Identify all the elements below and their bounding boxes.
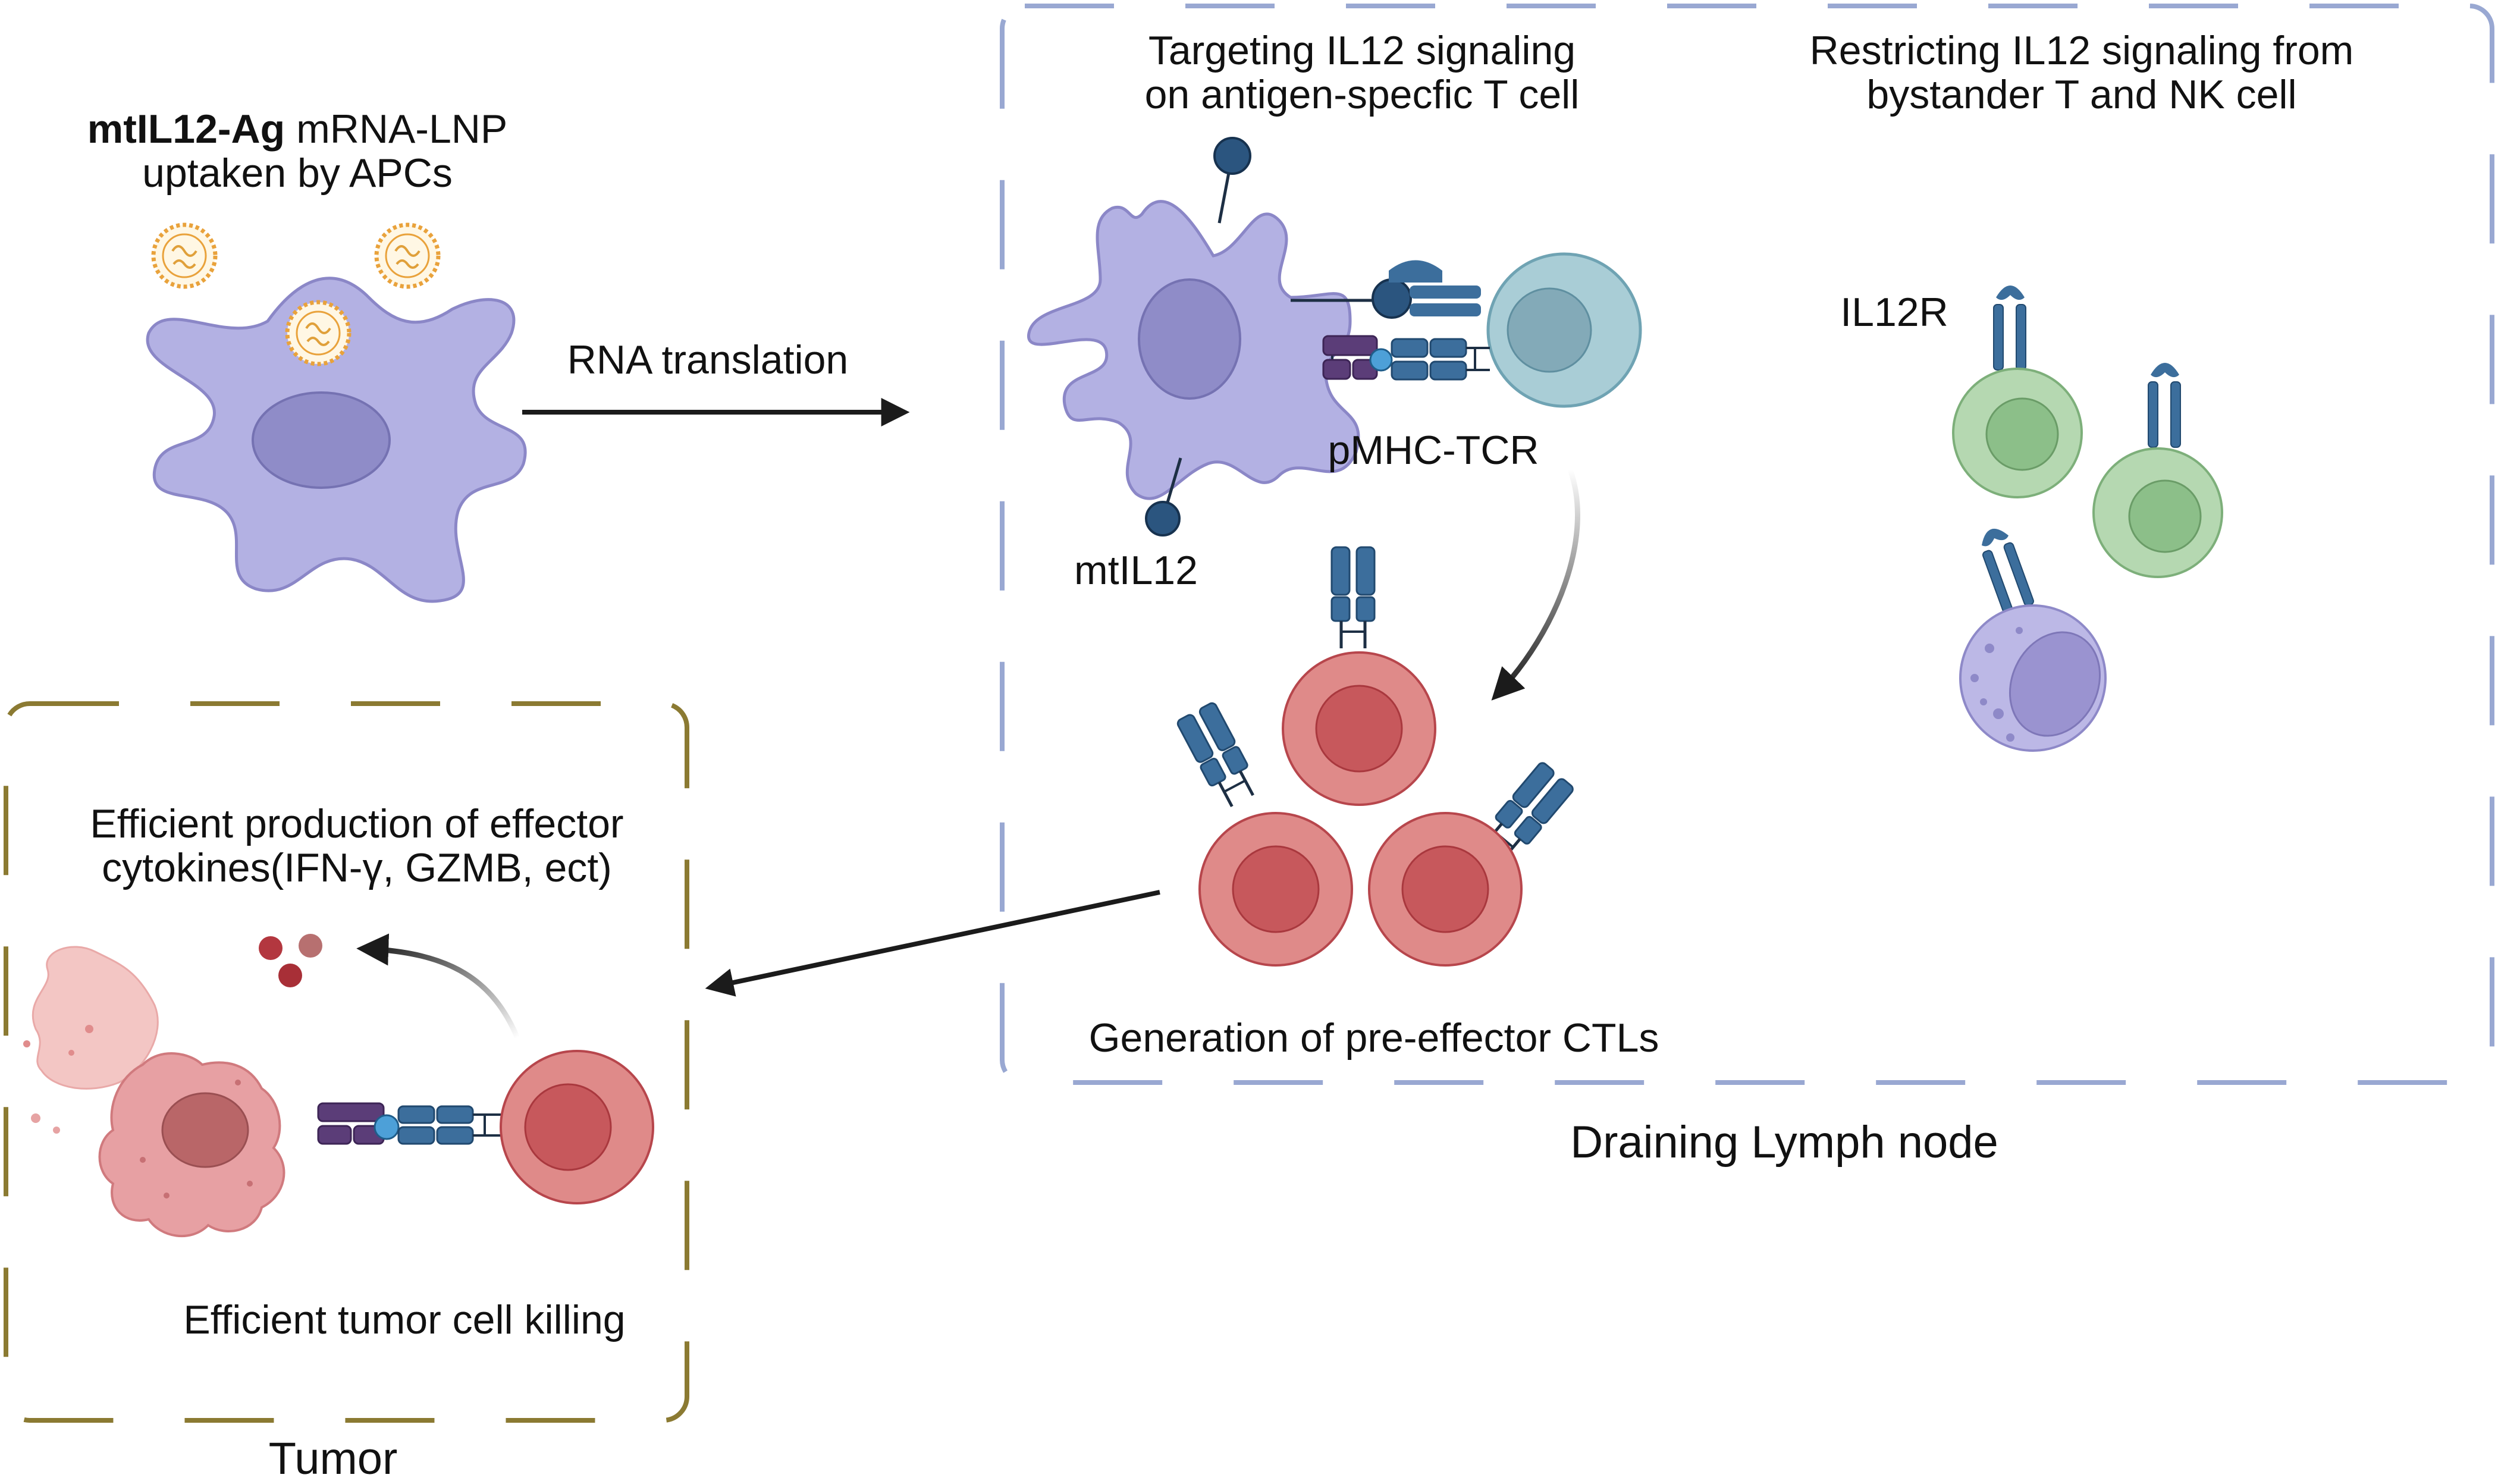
apc-title-bold: mtIL12-Ag (87, 106, 285, 152)
pre-effector-ctl-top (1282, 547, 1436, 806)
cytokine-line2: cytokines(IFN-γ, GZMB, ect) (102, 845, 612, 890)
ctl-caption: Generation of pre-effector CTLs (1088, 1015, 1659, 1061)
apc-title-line2: uptaken by APCs (142, 150, 453, 196)
pmhc-tcr-complex (1322, 335, 1490, 381)
mtil12-receptor-complex (1291, 260, 1481, 319)
lnp-particle-3 (287, 302, 349, 364)
tumor-pmhc-tcr-complex (317, 1102, 503, 1145)
targeting-title: Targeting IL12 signaling on antigen-spec… (1094, 29, 1630, 117)
tumor-label: Tumor (268, 1433, 398, 1484)
cytokine-line1: Efficient production of effector (90, 801, 624, 846)
restricting-title: Restricting IL12 signaling from bystande… (1760, 29, 2403, 117)
lnp-particle-1 (153, 225, 215, 287)
killing-caption: Efficient tumor cell killing (183, 1297, 626, 1342)
activation-arrow (1491, 469, 1580, 701)
restricting-line2: bystander T and NK cell (1866, 72, 2297, 117)
mtil12-molecule-top (1213, 137, 1251, 224)
restricting-line1: Restricting IL12 signaling from (1809, 28, 2354, 73)
lymph-node-label: Draining Lymph node (1570, 1117, 1998, 1168)
il12r-label: IL12R (1840, 290, 1948, 335)
targeting-line2: on antigen-specfic T cell (1144, 72, 1580, 117)
nk-cell (1959, 523, 2107, 752)
lnp-particle-2 (376, 225, 438, 287)
tumor-cell (98, 1052, 285, 1238)
antigen-specific-t-cell (1486, 252, 1642, 408)
effector-ctl (500, 1050, 654, 1204)
tumor-border (4, 701, 689, 1423)
migration-arrow (705, 890, 1160, 997)
bystander-t-cell-2 (2092, 362, 2223, 578)
mtil12-molecule-bottom (1145, 457, 1182, 537)
apc-cell-left (146, 277, 527, 603)
cytokine-title: Efficient production of effector cytokin… (48, 802, 666, 890)
apc-title: mtIL12-Ag mRNA-LNP uptaken by APCs (54, 107, 541, 195)
lymph-node-border (1000, 4, 2494, 1085)
translation-label: RNA translation (567, 337, 849, 382)
cytokine-arrow (356, 933, 520, 1039)
mtil12-label: mtIL12 (1074, 548, 1198, 593)
cytokine-droplets (259, 934, 322, 987)
targeting-line1: Targeting IL12 signaling (1148, 28, 1576, 73)
pmhc-tcr-label: pMHC-TCR (1328, 428, 1539, 473)
apc-cell-lymph (1027, 200, 1360, 500)
dying-tumor-debris (23, 946, 159, 1134)
bystander-t-cell-1 (1952, 285, 2083, 498)
apc-title-rest: mRNA-LNP (285, 106, 508, 152)
